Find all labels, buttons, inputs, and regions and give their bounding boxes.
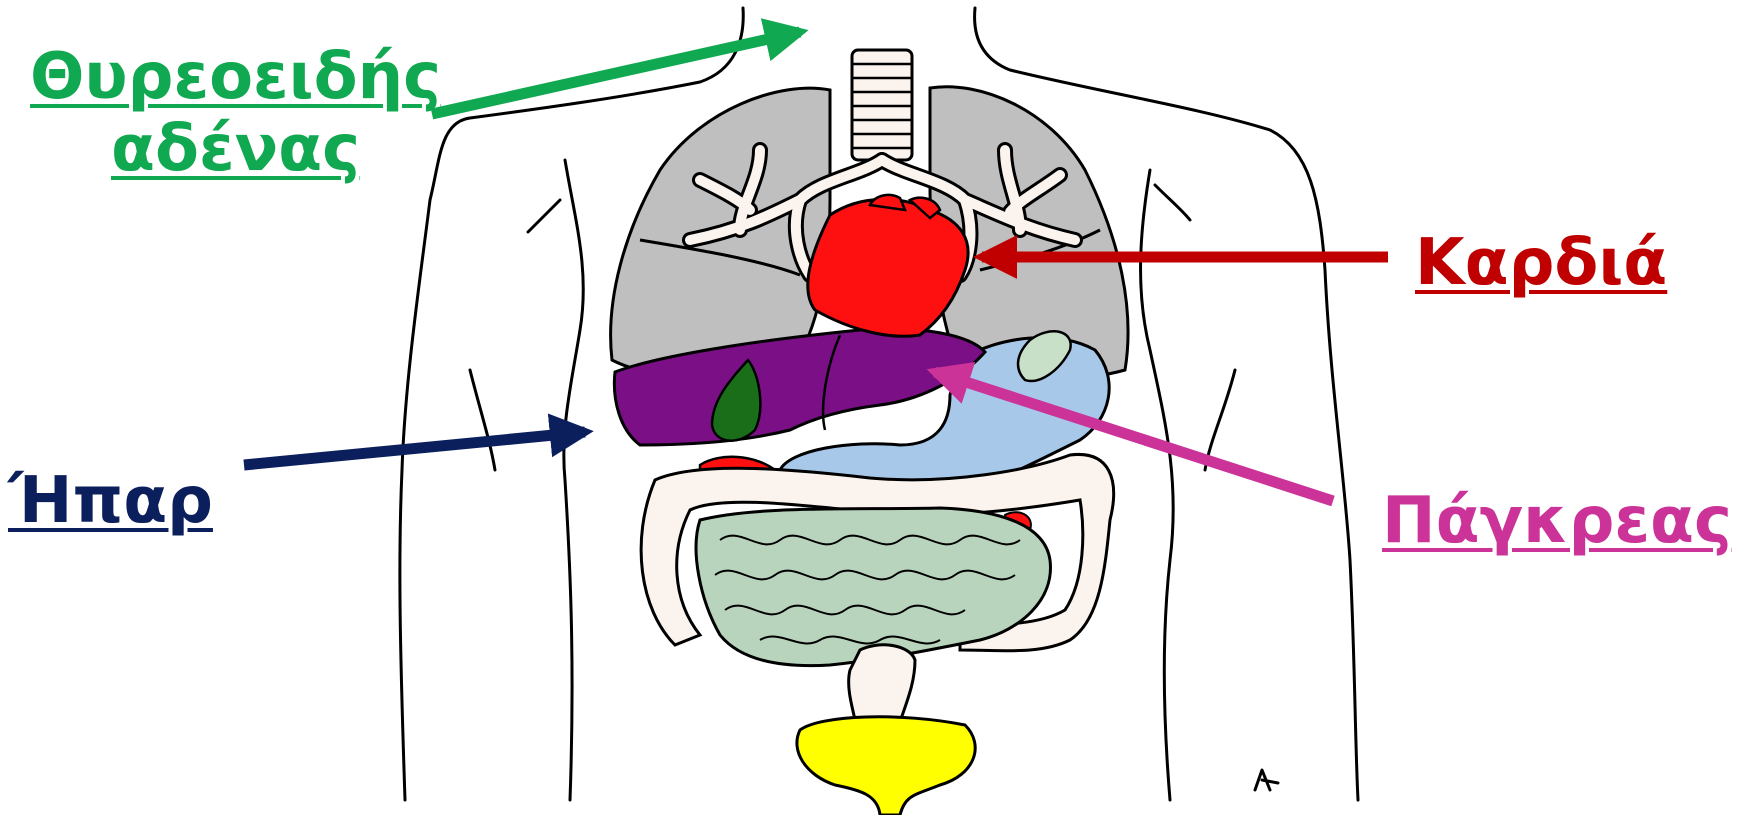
trachea	[852, 50, 912, 160]
bladder	[797, 717, 975, 815]
liver-label: Ήπαρ	[8, 466, 213, 538]
thyroid-label: Θυρεοειδής αδένας	[30, 42, 441, 185]
pancreas-label: Πάγκρεας	[1382, 486, 1732, 558]
thyroid-label-line1: Θυρεοειδής	[30, 42, 441, 114]
thyroid-label-line2: αδένας	[30, 114, 441, 186]
heart-label: Καρδιά	[1415, 228, 1667, 300]
liver-arrow-icon	[244, 432, 585, 465]
